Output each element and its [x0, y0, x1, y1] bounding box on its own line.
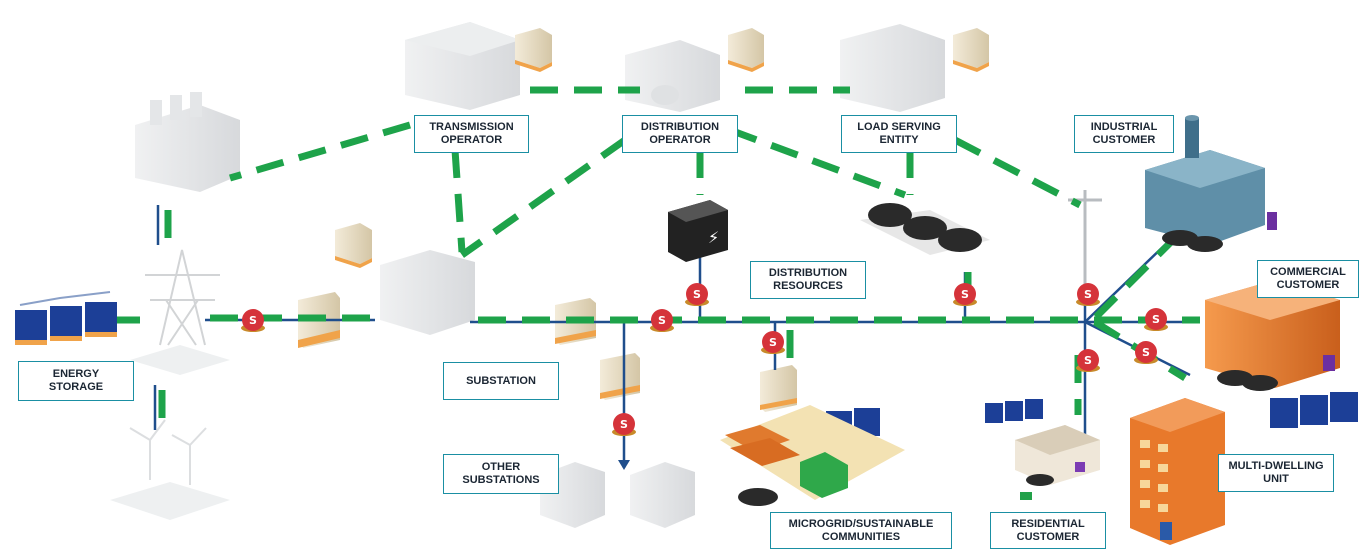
- distribution-resource-unit: ⚡: [668, 200, 728, 262]
- communication-links: [115, 86, 1200, 430]
- server-icons: [335, 28, 989, 268]
- residential-batteries: [985, 399, 1043, 423]
- switch-icon: S: [1076, 283, 1100, 306]
- substation-building: [380, 250, 475, 335]
- switch-icon: S: [1076, 349, 1100, 372]
- arrow-down-icon: [618, 460, 630, 470]
- wind-turbines: [110, 419, 230, 520]
- energy-storage-batteries: [15, 291, 117, 345]
- svg-text:S: S: [1084, 288, 1092, 301]
- generation-plant: [135, 92, 240, 192]
- svg-text:S: S: [693, 288, 701, 301]
- svg-text:S: S: [658, 314, 666, 327]
- switch-icon: S: [241, 309, 265, 332]
- switch-icon: S: [650, 309, 674, 332]
- other-substations-buildings: [540, 462, 695, 528]
- svg-text:S: S: [620, 418, 628, 431]
- switches: S S S S S S S S S S: [241, 283, 1168, 436]
- feeder-devices: [298, 292, 797, 412]
- svg-text:S: S: [1084, 354, 1092, 367]
- svg-text:S: S: [249, 314, 257, 327]
- switch-icon: S: [685, 283, 709, 306]
- commercial-batteries: [1270, 392, 1358, 428]
- electric-vehicles: [860, 203, 990, 255]
- switch-icon: S: [612, 413, 636, 436]
- residential-house: [1015, 425, 1100, 500]
- transmission-control-building: [405, 22, 520, 110]
- switch-icon: S: [761, 331, 785, 354]
- distribution-control-building: [625, 40, 720, 112]
- load-serving-building: [840, 24, 945, 112]
- multi-dwelling-building: [1130, 398, 1225, 545]
- svg-text:S: S: [1142, 346, 1150, 359]
- switch-icon: S: [1144, 308, 1168, 331]
- svg-text:S: S: [961, 288, 969, 301]
- label-substation: SUBSTATION: [443, 362, 559, 400]
- industrial-building: [1145, 115, 1277, 252]
- switch-icon: S: [953, 283, 977, 306]
- svg-text:S: S: [769, 336, 777, 349]
- svg-text:S: S: [1152, 313, 1160, 326]
- switch-icon: S: [1134, 341, 1158, 364]
- bolt-icon: ⚡: [708, 228, 719, 247]
- microgrid-community: [720, 405, 905, 506]
- transmission-tower: [130, 249, 230, 375]
